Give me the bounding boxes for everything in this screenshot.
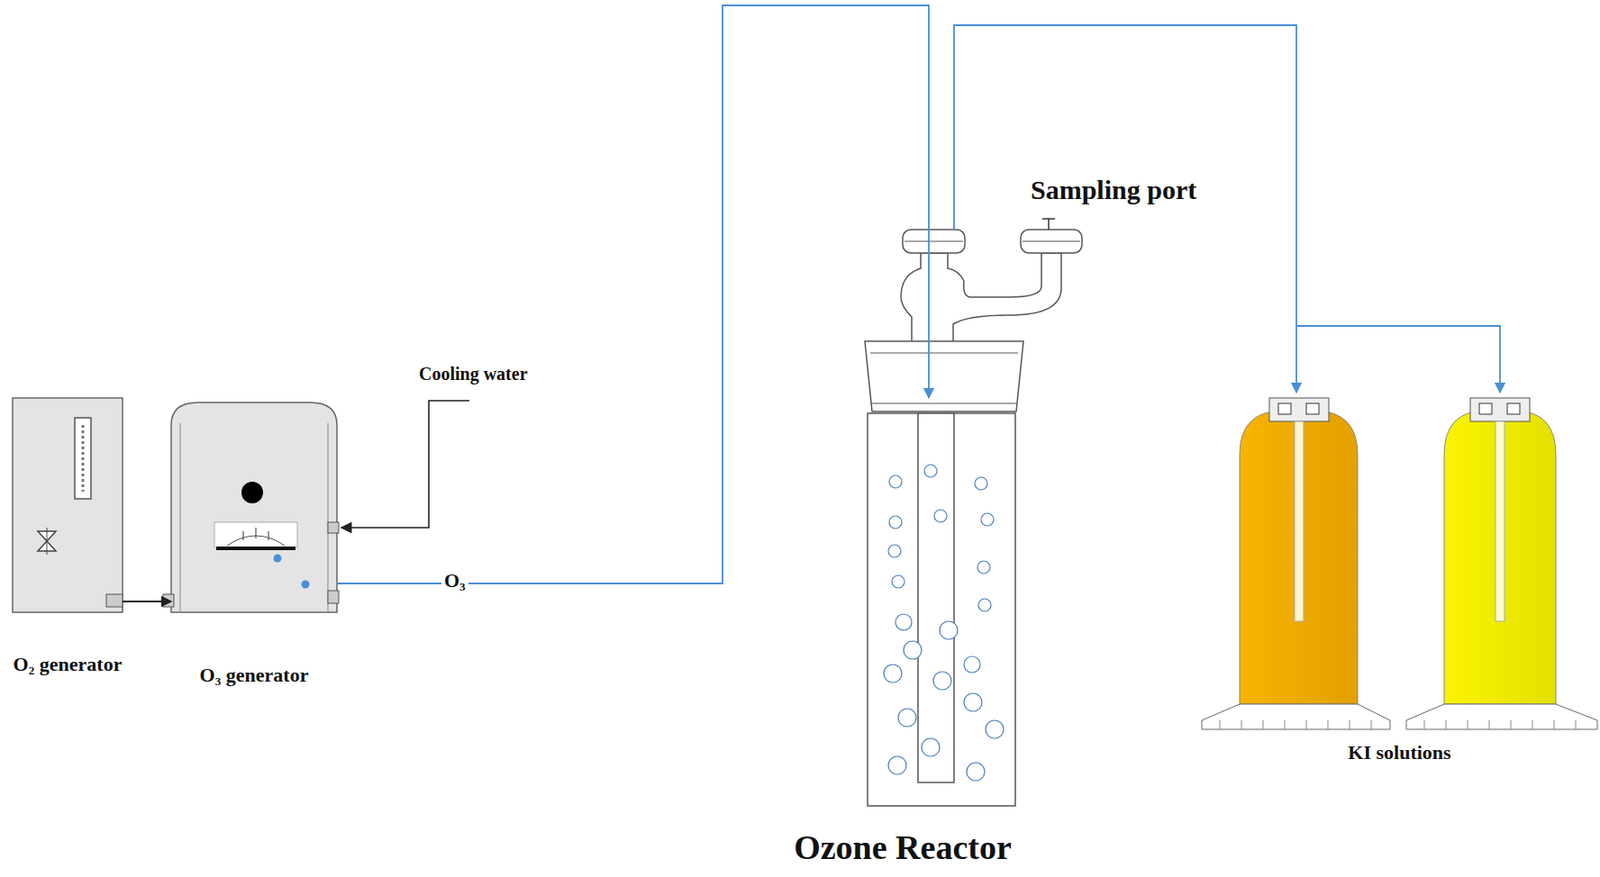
- cooling-water-pipe: [341, 400, 470, 528]
- base-tick: [1445, 720, 1447, 730]
- base-tick: [1241, 720, 1243, 730]
- cooling-water-label: Cooling water: [418, 363, 528, 385]
- base-tick: [1532, 720, 1534, 730]
- base-tick: [1284, 720, 1286, 730]
- bubble: [974, 477, 988, 491]
- node-caption: O₃ generator: [190, 663, 318, 687]
- ki-solutions: KI solutions: [1201, 398, 1598, 730]
- o2-generator-body: [12, 398, 123, 613]
- o3-generator: O₃ generator: [171, 402, 337, 613]
- base-tick: [1575, 720, 1577, 730]
- pipe-connector: [336, 5, 929, 584]
- base-tick: [1554, 720, 1555, 730]
- node-caption: Ozone Reactor: [740, 828, 1065, 869]
- bubble: [963, 693, 982, 712]
- bubble: [889, 516, 902, 529]
- pipe-segment: [336, 5, 929, 584]
- node-caption: KI solutions: [1282, 741, 1518, 764]
- bubble: [888, 545, 901, 558]
- ozone-reactor-vessel: [864, 218, 1082, 807]
- bubble: [985, 720, 1004, 739]
- pipe-connector: [954, 25, 1500, 393]
- ozone-reactor: Ozone Reactor: [867, 229, 1082, 807]
- gas-label: O₃: [441, 569, 469, 593]
- bubble: [889, 475, 902, 489]
- sampling-port-label: Sampling port: [1030, 174, 1197, 206]
- base-tick: [1371, 720, 1373, 730]
- base-tick: [1510, 720, 1512, 730]
- o3-generator-body: [163, 402, 339, 613]
- pipe-segment: [122, 600, 172, 603]
- base-tick: [1424, 720, 1426, 730]
- bubble: [963, 656, 981, 673]
- base-tick: [1219, 720, 1221, 730]
- base-tick: [1467, 720, 1469, 730]
- pipe-connector: [122, 601, 172, 603]
- bubble: [891, 575, 905, 589]
- bubble: [903, 641, 922, 660]
- base-tick: [1349, 720, 1351, 730]
- base-tick: [1327, 720, 1329, 730]
- bubble: [921, 738, 940, 757]
- bubble: [898, 709, 917, 728]
- base-tick: [1263, 720, 1264, 730]
- bubble: [977, 561, 991, 574]
- ki-bottle: [1406, 398, 1598, 730]
- bubble: [981, 513, 994, 527]
- bubble: [888, 756, 907, 775]
- bubble: [939, 621, 958, 640]
- base-tick: [1306, 720, 1308, 730]
- bubble: [924, 464, 937, 478]
- gas-bubbles: [883, 464, 1004, 782]
- node-caption: O₂ generator: [9, 653, 127, 676]
- pipe-segment: [1296, 326, 1500, 393]
- bubble: [978, 599, 991, 612]
- pipe-segment: [954, 25, 1297, 393]
- bubble: [883, 664, 902, 683]
- bubble: [966, 763, 985, 782]
- o2-generator: O₂ generator: [12, 398, 123, 613]
- bubble: [895, 614, 912, 631]
- base-ticks: [1219, 720, 1576, 730]
- bubble: [933, 672, 952, 691]
- bubble: [934, 509, 947, 523]
- ki-bottle: [1201, 398, 1391, 730]
- base-tick: [1489, 720, 1491, 730]
